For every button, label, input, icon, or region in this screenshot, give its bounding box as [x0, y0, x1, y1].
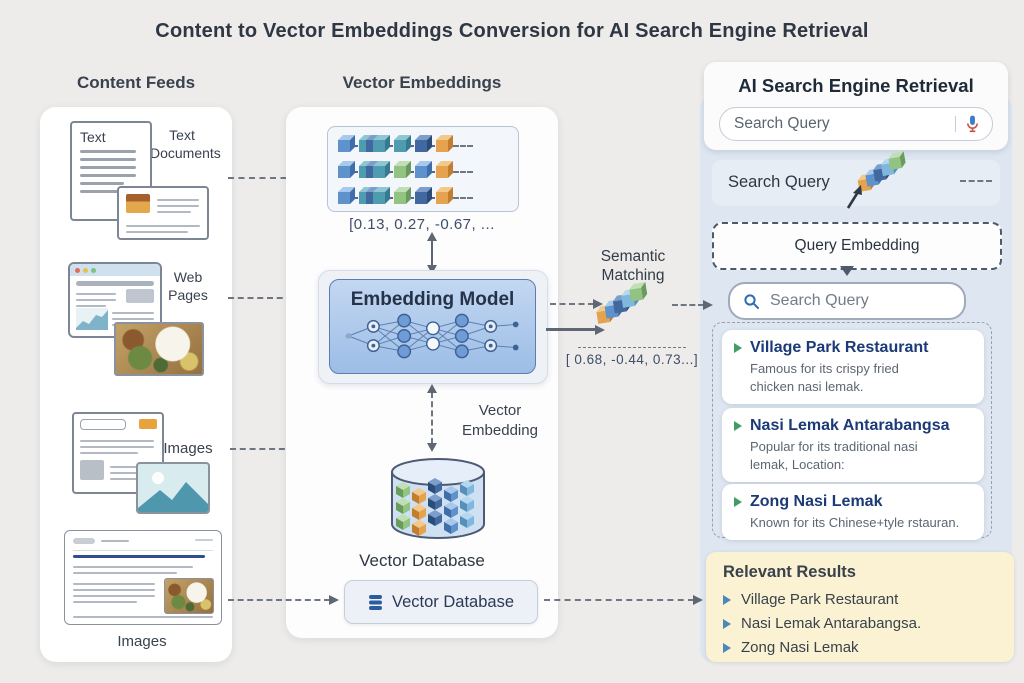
result-title: Nasi Lemak Antarabangsa	[750, 417, 950, 434]
relevant-result-item: Village Park Restaurant	[723, 591, 997, 608]
relevant-result-item: Nasi Lemak Antarabangsa.	[723, 615, 997, 632]
bullet-icon	[723, 594, 731, 605]
result-description: Famous for its crispy fried chicken nasi…	[750, 361, 899, 395]
database-icon	[369, 594, 382, 610]
content-feeds-heading: Content Feeds	[76, 73, 196, 92]
vector-database-button-label: Vector Database	[392, 592, 514, 611]
chart-thumbnail-icon	[76, 308, 108, 330]
vector-database-label: Vector Database	[359, 551, 485, 570]
arrow-vectors-model	[427, 232, 437, 274]
result-bullet-icon	[734, 497, 742, 507]
arrow-model-dashed	[550, 299, 603, 309]
vector-values-text: [0.13, 0.27, -0.67, ...	[349, 216, 495, 233]
content-item-label: Images	[163, 440, 213, 457]
food-photo	[114, 322, 204, 376]
arrow-match-to-search	[672, 300, 713, 310]
text-doc-title: Text	[80, 129, 106, 145]
search-panel-heading: AI Search Engine Retrieval	[738, 75, 974, 96]
vector-database-button[interactable]: Vector Database	[344, 580, 538, 624]
result-bullet-icon	[734, 421, 742, 431]
result-title: Zong Nasi Lemak	[750, 493, 883, 510]
result-title: Village Park Restaurant	[750, 339, 929, 356]
hand-arrow-icon	[846, 185, 862, 209]
arrow-model-solid	[546, 325, 605, 335]
query-vector-cubes-icon	[596, 287, 645, 324]
semantic-matching-label: Semantic Matching	[600, 248, 666, 285]
content-item-label: Text Documents	[150, 127, 221, 162]
result-card[interactable]: Village Park Restaurant Famous for its c…	[722, 330, 984, 405]
snippet-card-icon	[117, 186, 209, 240]
microphone-icon[interactable]	[965, 114, 980, 134]
arrow-db-to-results	[544, 595, 703, 605]
bullet-icon	[723, 618, 731, 629]
top-search-placeholder: Search Query	[734, 115, 830, 132]
embedding-model-box: Embedding Model	[318, 270, 548, 384]
search-header-card: AI Search Engine Retrieval Search Query	[704, 62, 1008, 150]
relevant-results-box: Relevant Results Village Park Restaurant…	[706, 552, 1014, 662]
dashes	[960, 180, 992, 182]
content-item-label: Images	[117, 633, 167, 650]
image-icon	[136, 462, 210, 514]
vector-database-cylinder-icon	[391, 458, 485, 539]
search-icon	[744, 293, 759, 309]
result-bullet-icon	[734, 343, 742, 353]
content-item-label: Web Pages	[168, 269, 208, 304]
page-title: Content to Vector Embeddings Conversion …	[155, 20, 869, 42]
result-card[interactable]: Nasi Lemak Antarabangsa Popular for its …	[722, 408, 984, 483]
embedding-vectors-icon	[327, 126, 519, 212]
relevant-results-heading: Relevant Results	[723, 563, 856, 581]
vector-embeddings-heading: Vector Embeddings	[342, 73, 502, 92]
placeholder-block	[126, 289, 154, 303]
query-embedding-box: Query Embedding	[712, 222, 1002, 270]
result-card[interactable]: Zong Nasi Lemak Known for its Chinese+ty…	[722, 484, 984, 541]
query-embedding-label: Query Embedding	[794, 237, 920, 254]
result-description: Popular for its traditional nasi lemak, …	[750, 439, 918, 473]
relevant-result-item: Zong Nasi Lemak	[723, 639, 997, 656]
query-vector-values: [ 0.68, -0.44, 0.73...]	[565, 352, 699, 367]
arrow-article-to-db	[228, 595, 339, 605]
inner-search-input[interactable]: Search Query	[728, 282, 966, 320]
embedding-model-label: Embedding Model	[350, 289, 515, 310]
query-embedding-cubes-icon	[857, 156, 904, 192]
button-thumbnail	[139, 419, 157, 429]
input-divider	[955, 116, 956, 132]
dashed-underline	[578, 347, 686, 348]
neural-network-icon	[345, 313, 519, 359]
arrow-model-db	[427, 384, 437, 452]
image-block	[80, 460, 104, 480]
thumbnail-icon	[126, 194, 150, 213]
result-description: Known for its Chinese+tyle rstauran.	[750, 515, 960, 530]
arrow-down-icon	[840, 266, 854, 276]
article-card-icon	[64, 530, 222, 625]
searchbar-thumbnail	[80, 419, 126, 430]
food-photo-small	[164, 578, 214, 614]
top-search-input[interactable]: Search Query	[719, 107, 993, 141]
search-query-bar: Search Query	[712, 156, 1000, 209]
vector-embedding-label: Vector Embedding	[462, 402, 538, 440]
search-query-bar-label: Search Query	[728, 173, 830, 191]
bullet-icon	[723, 642, 731, 653]
inner-search-placeholder: Search Query	[770, 292, 869, 309]
